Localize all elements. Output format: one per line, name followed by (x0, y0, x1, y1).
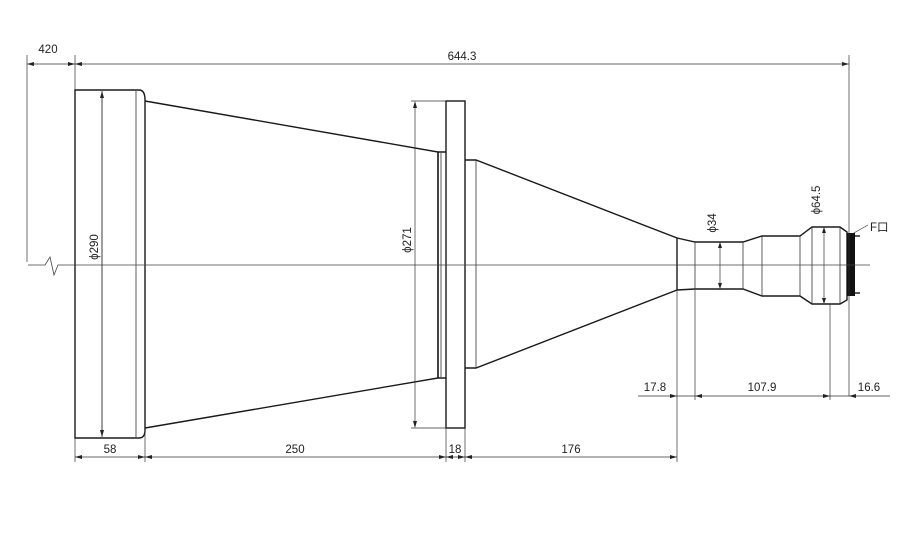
dim-front-length: 420 (38, 44, 57, 56)
cone-rear (465, 159, 678, 369)
mounting-flange (445, 100, 466, 429)
dim-diameter-64-5: ϕ64.5 (811, 186, 823, 215)
dim-250: 250 (285, 444, 304, 456)
bottom-dimensions: 58 250 18 176 (74, 290, 678, 462)
cone-front (144, 100, 439, 429)
dim-diameter-34: ϕ34 (707, 213, 719, 233)
dim-176: 176 (561, 444, 580, 456)
mount-label: F口 (870, 222, 889, 234)
top-dimensions: 420 644.3 (26, 44, 850, 396)
dim-107-9: 107.9 (748, 382, 777, 394)
dim-16-6: 16.6 (858, 382, 880, 394)
dim-total-length: 644.3 (448, 51, 477, 63)
mount-callout: F口 (851, 222, 889, 235)
dim-diameter-271: ϕ271 (402, 227, 414, 253)
dim-58: 58 (104, 444, 117, 456)
front-flange (74, 89, 146, 439)
diameter-dimensions: ϕ290 ϕ271 ϕ34 ϕ64.5 (89, 91, 826, 437)
dim-18: 18 (449, 444, 462, 456)
f-mount-end (847, 233, 855, 296)
rear-dimensions: 17.8 107.9 16.6 (638, 290, 890, 400)
dim-diameter-290: ϕ290 (89, 234, 101, 260)
dim-17-8: 17.8 (644, 382, 666, 394)
lens-body (74, 89, 860, 439)
center-axis (28, 255, 870, 277)
